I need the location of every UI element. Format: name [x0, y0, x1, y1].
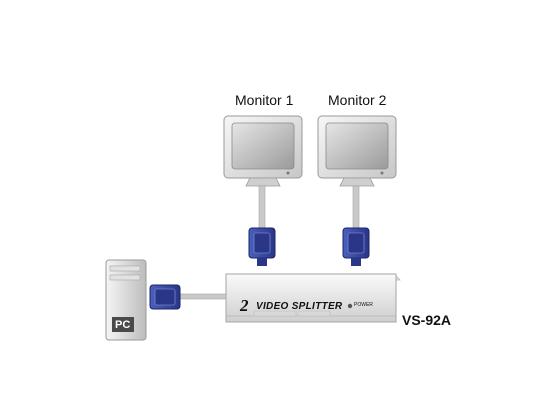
monitor-1-cable: [258, 185, 266, 229]
splitter-model-label: VS-92A: [402, 312, 452, 328]
monitor-2-cable: [352, 185, 360, 229]
monitor-1-label: Monitor 1: [235, 92, 294, 108]
monitor-1: [223, 115, 303, 187]
monitor-2: [317, 115, 397, 187]
pc-tower: [105, 259, 147, 341]
power-led-icon: [347, 303, 353, 309]
pc-to-splitter-cable: [179, 293, 227, 300]
pc-label: PC: [115, 319, 131, 331]
monitor-2-label: Monitor 2: [328, 92, 387, 108]
monitor-1-vga-connector: [248, 227, 276, 266]
monitor-2-vga-connector: [342, 227, 370, 266]
splitter-brand-text: VIDEO SPLITTER: [256, 301, 343, 312]
video-splitter-device: [225, 273, 401, 323]
splitter-power-label: POWER: [354, 302, 373, 308]
pc-vga-connector: [149, 284, 181, 310]
splitter-brand-number: 2: [240, 296, 249, 315]
